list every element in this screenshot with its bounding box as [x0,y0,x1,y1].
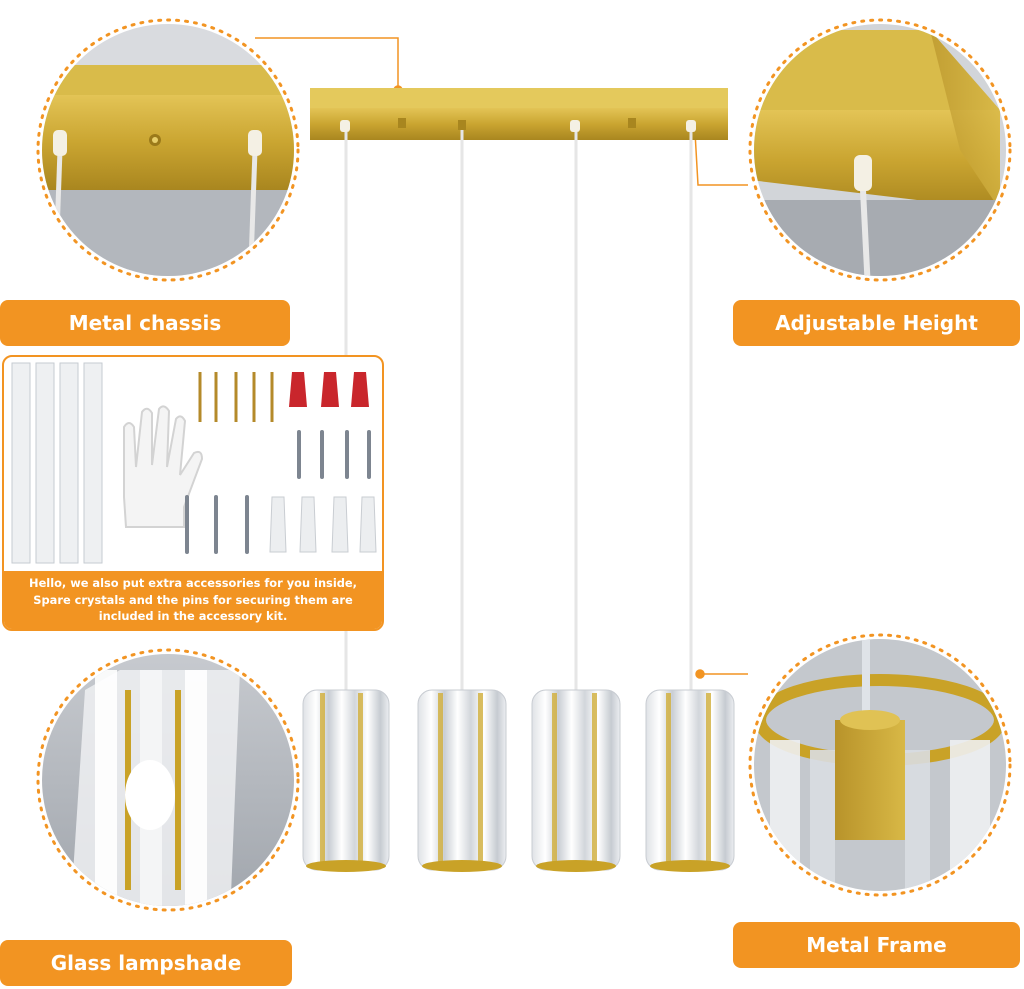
spare-crystals [11,362,103,564]
accessory-kit-image [11,362,377,564]
label-adjustable-height: Adjustable Height [733,300,1020,346]
detail-circle-lampshade [36,648,300,912]
accessory-note: Hello, we also put extra accessories for… [4,571,382,629]
wall-anchors [269,496,377,553]
label-glass-lampshade: Glass lampshade [0,940,292,986]
glove-icon [123,405,204,528]
pendant-2 [417,689,507,872]
brass-pins [198,372,274,422]
label-metal-frame: Metal Frame [733,922,1020,968]
pendant-1 [302,689,390,872]
accessory-note-line1: Hello, we also put extra accessories for… [29,576,357,591]
label-metal-chassis: Metal chassis [0,300,290,346]
canopy-bar [310,88,728,140]
wire-nuts [289,372,369,407]
screws [185,430,371,554]
accessory-note-line3: included in the accessory kit. [98,609,288,624]
detail-circle-height [748,18,1012,282]
accessory-kit-panel: Hello, we also put extra accessories for… [2,355,384,631]
pendant-4 [645,689,735,872]
detail-circle-frame [748,633,1012,897]
suspension-cords [344,130,693,690]
accessory-note-line2: Spare crystals and the pins for securing… [33,592,353,607]
pendant-3 [531,689,621,872]
detail-circle-chassis [36,18,300,282]
